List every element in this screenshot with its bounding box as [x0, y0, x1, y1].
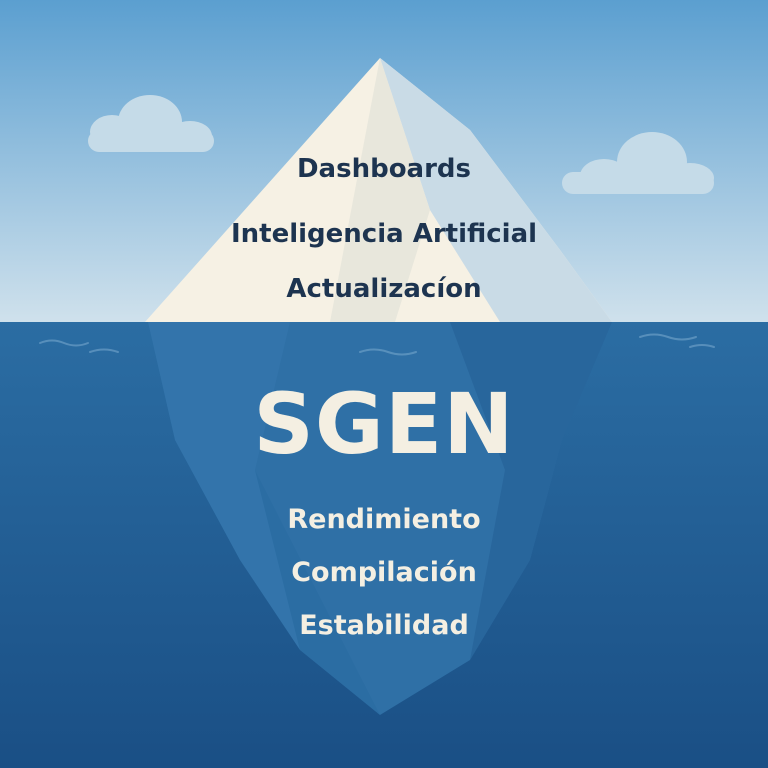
iceberg-tip — [145, 58, 612, 322]
tip-label-inteligencia-artificial: Inteligencia Artificial — [230, 219, 538, 249]
main-title: SGEN — [253, 375, 515, 473]
cloud-right — [562, 132, 714, 194]
tip-label-dashboards: Dashboards — [296, 154, 472, 184]
submerged-label-rendimiento: Rendimiento — [287, 504, 481, 535]
cloud-left — [88, 95, 214, 152]
water-ripples — [39, 333, 715, 356]
iceberg-submerged — [148, 322, 612, 715]
submerged-label-compilacion: Compilación — [291, 557, 477, 588]
tip-label-actualizacion: Actualizacíon — [286, 274, 482, 304]
submerged-label-estabilidad: Estabilidad — [299, 610, 469, 641]
